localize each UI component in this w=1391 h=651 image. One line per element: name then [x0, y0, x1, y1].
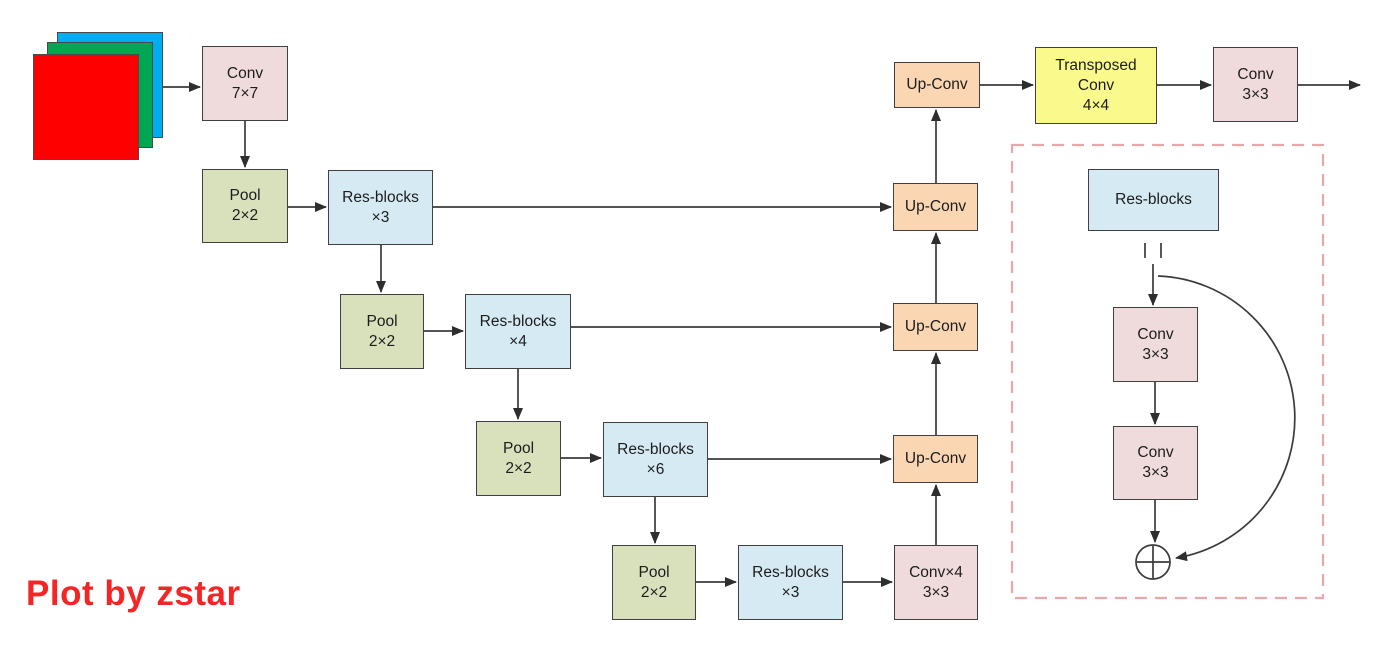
- node-res-blocks-x3b-label: Res-blocks: [752, 563, 829, 581]
- node-transposed-conv-4x4-label: Conv: [1077, 76, 1115, 94]
- node-up-conv-4-label: Up-Conv: [904, 450, 967, 467]
- node-res-blocks-x4: Res-blocks ×4: [465, 294, 571, 369]
- node-res-blocks-x6-label: ×6: [646, 460, 665, 478]
- legend-res-blocks: Res-blocks: [1088, 169, 1219, 231]
- node-pool-3-label: Pool: [502, 439, 535, 457]
- legend-skip-arc: [1157, 275, 1296, 562]
- node-pool-2-label: 2×2: [368, 332, 396, 350]
- node-pool-2-label: Pool: [366, 312, 398, 330]
- node-conv-3x3-output: Conv 3×3: [1213, 47, 1298, 122]
- node-conv-7x7-label: 7×7: [231, 84, 259, 102]
- node-pool-1-label: Pool: [229, 187, 261, 204]
- node-up-conv-4: Up-Conv: [893, 435, 978, 483]
- node-res-blocks-x3b-label: ×3: [781, 583, 800, 601]
- node-res-blocks-x6: Res-blocks ×6: [603, 422, 708, 497]
- legend-conv-3x3-a: Conv 3×3: [1113, 307, 1198, 382]
- legend-conv-3x3-b-label: 3×3: [1142, 464, 1169, 481]
- node-up-conv-3: Up-Conv: [893, 303, 978, 351]
- node-pool-4-label: Pool: [638, 563, 670, 581]
- node-res-blocks-x3-label: Res-blocks: [342, 188, 419, 206]
- node-up-conv-3-label: Up-Conv: [904, 318, 967, 335]
- node-pool-4-label: 2×2: [640, 583, 668, 601]
- node-conv-x4-3x3-label: 3×3: [922, 583, 950, 601]
- node-res-blocks-x3b: Res-blocks ×3: [738, 545, 843, 620]
- node-pool-2: Pool 2×2: [340, 294, 424, 369]
- node-pool-4: Pool 2×2: [612, 545, 696, 620]
- node-res-blocks-x3: Res-blocks ×3: [328, 170, 433, 245]
- legend-conv-3x3-a-label: Conv: [1137, 325, 1174, 343]
- node-conv-3x3-output-label: Conv: [1237, 65, 1274, 83]
- node-pool-1: Pool 2×2: [202, 169, 288, 243]
- node-conv-7x7-label: Conv: [226, 64, 264, 82]
- legend-conv-3x3-b-label: Conv: [1137, 444, 1174, 461]
- node-res-blocks-x6-label: Res-blocks: [617, 440, 694, 458]
- node-conv-3x3-output-label: 3×3: [1242, 85, 1269, 103]
- legend-dashed-border: [1010, 143, 1325, 600]
- node-transposed-conv-4x4-label: 4×4: [1082, 96, 1110, 114]
- node-conv-x4-3x3: Conv×4 3×3: [894, 545, 978, 620]
- legend-conv-3x3-a-label: 3×3: [1142, 345, 1169, 363]
- node-transposed-conv-4x4-label: Transposed: [1055, 56, 1137, 74]
- input-channel-red-square: [33, 54, 139, 160]
- node-up-conv-1: Up-Conv: [894, 62, 980, 108]
- node-res-blocks-x4-label: ×4: [509, 332, 527, 350]
- legend-conv-3x3-b: Conv 3×3: [1113, 426, 1198, 500]
- elementwise-add-icon: [1135, 544, 1171, 580]
- node-up-conv-2-label: Up-Conv: [904, 198, 967, 215]
- node-res-blocks-x4-label: Res-blocks: [479, 312, 557, 330]
- node-pool-3-label: 2×2: [505, 459, 532, 477]
- legend-res-blocks-label: Res-blocks: [1115, 191, 1192, 208]
- node-up-conv-1-label: Up-Conv: [906, 76, 968, 93]
- node-up-conv-2: Up-Conv: [893, 183, 978, 231]
- node-conv-x4-3x3-label: Conv×4: [909, 563, 963, 581]
- node-pool-3: Pool 2×2: [476, 421, 561, 496]
- node-pool-1-label: 2×2: [231, 207, 259, 224]
- node-conv-7x7: Conv 7×7: [202, 46, 288, 121]
- caption-text: Plot by zstar: [26, 574, 241, 613]
- node-res-blocks-x3-label: ×3: [371, 208, 390, 226]
